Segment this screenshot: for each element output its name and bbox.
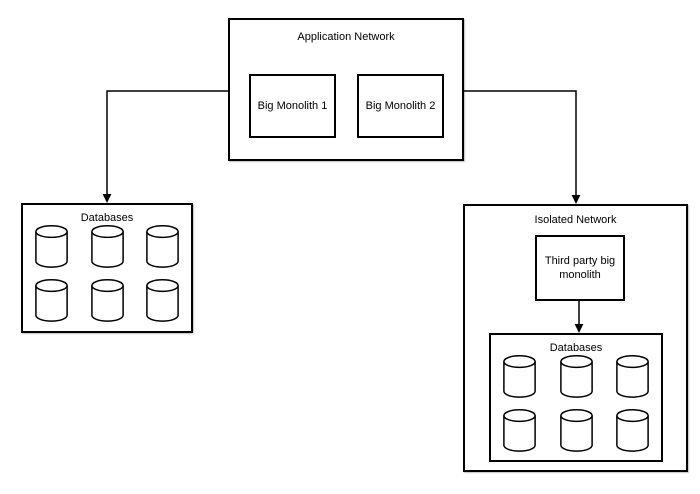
- databases-left-box: Databases: [21, 203, 193, 333]
- database-cylinder-icon: [559, 355, 593, 398]
- database-cylinder-icon: [90, 279, 124, 322]
- big-monolith-1-box: Big Monolith 1: [249, 74, 336, 138]
- database-cylinder-icon: [35, 225, 68, 268]
- database-cylinder-icon: [146, 225, 179, 268]
- big-monolith-2-box: Big Monolith 2: [357, 74, 444, 138]
- third-party-monolith-box: Third party big monolith: [535, 235, 625, 301]
- database-cylinder-icon: [90, 225, 124, 268]
- database-cylinder-icon: [503, 355, 536, 398]
- application-network-label: Application Network: [297, 31, 395, 43]
- database-cylinder-icon: [616, 355, 649, 398]
- isolated-network-box: Isolated Network Third party big monolit…: [463, 204, 688, 472]
- arrowhead-icon: [102, 194, 112, 203]
- databases-isolated-label: Databases: [549, 342, 603, 354]
- arrowhead-icon: [571, 195, 581, 204]
- isolated-network-label: Isolated Network: [534, 214, 617, 226]
- application-network-box: Application Network Big Monolith 1 Big M…: [228, 18, 464, 161]
- database-cylinder-icon: [559, 409, 593, 452]
- big-monolith-1-label: Big Monolith 1: [257, 100, 328, 112]
- edge-appnetwork-to-isolated: [464, 90, 581, 204]
- databases-left-label: Databases: [80, 212, 134, 224]
- database-cylinder-icon: [35, 279, 68, 322]
- databases-isolated-cylinder-grid: [503, 355, 649, 452]
- database-cylinder-icon: [616, 409, 649, 452]
- databases-left-cylinder-grid: [35, 225, 179, 322]
- third-party-monolith-label: Third party big monolith: [544, 255, 616, 281]
- big-monolith-2-label: Big Monolith 2: [365, 100, 436, 112]
- database-cylinder-icon: [503, 409, 536, 452]
- edge-appnetwork-to-databases: [102, 90, 228, 203]
- databases-isolated-box: Databases: [489, 333, 663, 462]
- database-cylinder-icon: [146, 279, 179, 322]
